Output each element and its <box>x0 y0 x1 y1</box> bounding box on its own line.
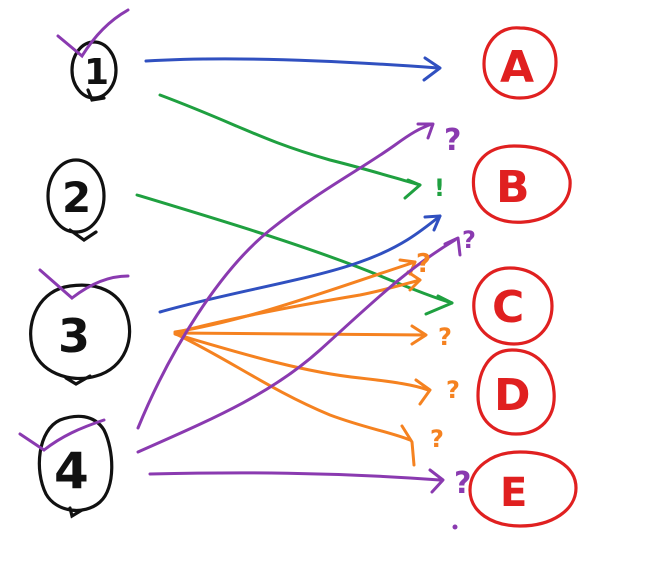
arrowhead-3-D-b <box>414 378 432 406</box>
edge-1-B <box>158 93 422 187</box>
left-node-1-check <box>56 8 130 59</box>
purple-dot <box>452 524 458 530</box>
right-node-D-label: D <box>494 370 531 421</box>
right-node-A: A <box>482 26 558 100</box>
right-node-C-label: C <box>492 282 524 333</box>
left-node-1: 1 <box>56 8 130 102</box>
edge-3-D-a <box>173 331 427 337</box>
right-nodes: A B C D E <box>468 26 578 528</box>
left-node-4-check <box>18 418 106 452</box>
edges <box>135 56 462 494</box>
exclamation-mark-B-green: ! <box>434 174 445 202</box>
question-mark-C-orange: ? <box>416 249 431 279</box>
edge-1-A <box>144 57 440 70</box>
right-node-B-label: B <box>496 162 530 213</box>
arrowhead-1-B <box>403 178 422 200</box>
arrowhead-4-C <box>443 236 462 257</box>
edge-3-C-b <box>173 278 422 335</box>
left-node-3: 3 <box>29 268 132 386</box>
arrowhead-2-C <box>424 294 454 316</box>
left-node-4-label: 4 <box>54 442 89 500</box>
arrowhead-4-B <box>416 122 435 140</box>
left-node-3-check <box>38 268 130 300</box>
left-node-2: 2 <box>46 158 106 242</box>
arrowhead-3-B <box>423 214 442 232</box>
right-node-C: C <box>472 266 554 346</box>
arrowhead-3-D-a <box>410 324 428 346</box>
edge-3-B <box>158 214 442 314</box>
left-nodes: 1 2 3 4 <box>18 8 132 519</box>
question-mark-E-purple: ? <box>454 466 471 501</box>
arrowhead-1-A <box>422 56 442 82</box>
arrowhead-3-C-b <box>406 270 422 292</box>
edge-3-D-b <box>173 332 430 392</box>
right-node-B: B <box>471 144 572 224</box>
edge-3-E <box>174 332 412 442</box>
question-mark-E-orange: ? <box>430 425 444 453</box>
annotations: ? ! ? ? ? ? ? ? <box>416 123 476 530</box>
left-node-4: 4 <box>18 414 114 519</box>
arrowhead-3-E <box>400 424 416 467</box>
left-node-1-label: 1 <box>84 52 109 93</box>
right-node-D: D <box>476 348 556 436</box>
question-mark-C-purple: ? <box>462 226 476 254</box>
edge-4-B <box>136 122 434 430</box>
arrowhead-4-E <box>428 468 445 494</box>
left-node-2-label: 2 <box>62 173 91 222</box>
edge-4-C <box>136 238 457 454</box>
question-mark-B-purple: ? <box>444 123 461 158</box>
right-node-A-label: A <box>500 42 534 93</box>
right-node-E: E <box>468 450 578 528</box>
left-node-3-label: 3 <box>58 309 90 363</box>
question-mark-D-orange-a: ? <box>438 323 452 351</box>
right-node-E-label: E <box>500 470 527 516</box>
question-mark-D-orange-b: ? <box>446 376 460 404</box>
edge-4-E <box>148 471 442 482</box>
